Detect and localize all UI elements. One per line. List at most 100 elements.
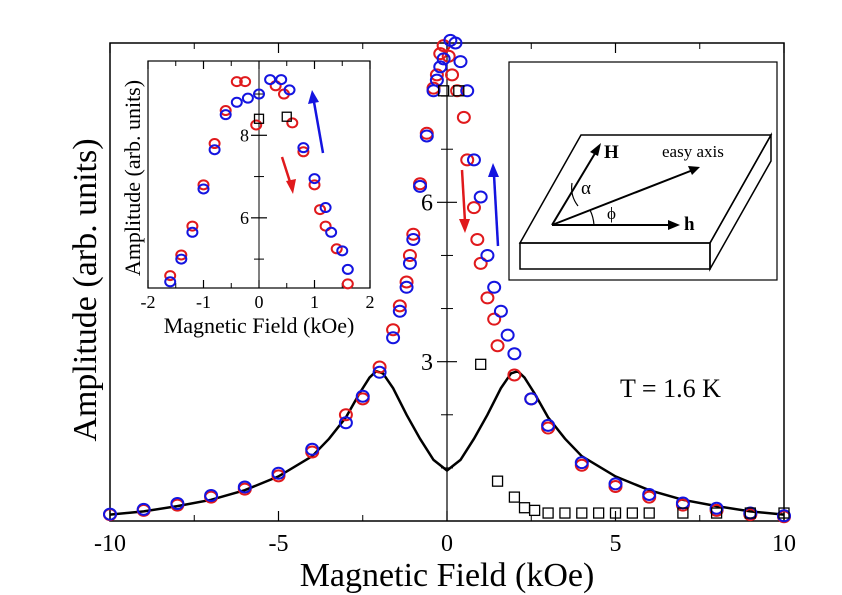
data-point-circle [372, 360, 387, 374]
data-point-circle [319, 202, 332, 214]
data-point-square [528, 504, 541, 517]
x-tick-label: -2 [141, 292, 156, 312]
data-point-circle [402, 256, 417, 270]
data-point-circle [436, 52, 451, 66]
data-point-circle [197, 179, 210, 191]
data-point-circle [500, 328, 515, 342]
data-point-circle [264, 74, 277, 86]
data-point-circle [507, 368, 522, 382]
data-point-circle [170, 496, 185, 510]
data-point-circle [314, 204, 327, 216]
y-tick-label: 6 [240, 208, 249, 228]
y-tick-label: 8 [240, 126, 249, 146]
data-point-circle [460, 84, 475, 98]
data-point-circle [219, 109, 232, 121]
x-tick-label: 10 [772, 531, 796, 557]
data-point-circle [208, 138, 221, 150]
data-point-square [437, 85, 450, 97]
x-tick-label: 5 [610, 531, 622, 557]
data-point-circle [230, 76, 243, 88]
main-marks [103, 33, 791, 524]
data-point-circle [241, 92, 254, 104]
diagram-label-easy-axis: easy axis [662, 142, 724, 161]
data-point-circle [507, 347, 522, 361]
y-tick-label: 3 [421, 350, 433, 376]
data-point-circle [524, 392, 539, 406]
data-point-square [253, 113, 265, 124]
h-vector-arrow [552, 220, 680, 230]
diagram-frame [508, 61, 778, 281]
data-point-circle [338, 408, 353, 422]
x-tick-label: 2 [366, 292, 375, 312]
main-y-axis-label: Amplitude (arb. units) [67, 138, 104, 441]
data-point-square [453, 85, 465, 97]
data-point-circle [473, 190, 488, 204]
data-point-circle [460, 153, 475, 167]
data-point-circle [286, 117, 299, 129]
diagram-label-phi: ϕ [607, 204, 616, 223]
inset-marks [164, 74, 354, 290]
data-point-circle [466, 201, 481, 215]
data-point-circle [413, 179, 428, 193]
data-point-circle [466, 153, 481, 167]
data-point-circle [372, 365, 387, 379]
data-point-circle [493, 304, 508, 318]
data-point-circle [709, 501, 724, 515]
data-point-circle [448, 36, 463, 50]
data-point-square [281, 111, 292, 122]
data-point-circle [336, 245, 349, 257]
data-point-circle [219, 105, 232, 117]
data-point-square [778, 507, 790, 519]
data-point-circle [239, 76, 252, 88]
data-point-circle [608, 477, 623, 491]
data-point-square [643, 507, 655, 519]
data-point-circle [487, 312, 502, 326]
data-point-circle [392, 304, 407, 318]
data-point-circle [480, 291, 495, 305]
H-vector-arrow [551, 143, 601, 226]
data-point-circle [175, 253, 188, 265]
x-tick-label: -1 [196, 292, 211, 312]
data-point-square [593, 507, 605, 519]
data-point-circle [230, 96, 243, 108]
phi-arc [589, 209, 595, 226]
data-point-circle [402, 248, 417, 262]
easy-axis-arrow [551, 166, 700, 226]
main-arrow-red-down [459, 169, 470, 233]
data-point-square [609, 507, 622, 519]
fit-curve [109, 369, 785, 516]
data-point-circle [487, 280, 502, 294]
data-point-circle [325, 226, 338, 238]
data-point-circle [308, 179, 321, 191]
data-point-circle [341, 263, 354, 275]
data-point-circle [175, 249, 188, 261]
data-point-square [710, 507, 723, 519]
y-tick-label: 6 [421, 191, 433, 217]
data-point-square [576, 507, 588, 519]
data-point-circle [297, 142, 310, 154]
slab-side-face [709, 132, 772, 272]
data-point-circle [433, 60, 448, 74]
data-point-circle [197, 183, 210, 195]
data-point-circle [305, 442, 320, 456]
x-tick-label: 0 [441, 531, 453, 557]
x-tick-label: -10 [94, 531, 126, 557]
diagram-label-h: h [684, 214, 695, 235]
data-point-circle [490, 339, 505, 353]
data-point-circle [473, 256, 488, 270]
data-point-circle [541, 418, 556, 432]
geometry-diagram: H easy axis h α ϕ [508, 61, 778, 281]
alpha-arc [571, 182, 579, 207]
data-point-circle [456, 110, 471, 124]
data-point-circle [777, 509, 791, 523]
data-point-circle [386, 331, 401, 345]
data-point-circle [164, 270, 177, 282]
data-point-circle [429, 73, 444, 87]
data-point-circle [406, 227, 421, 241]
data-point-circle [392, 299, 407, 313]
data-point-circle [308, 173, 321, 185]
